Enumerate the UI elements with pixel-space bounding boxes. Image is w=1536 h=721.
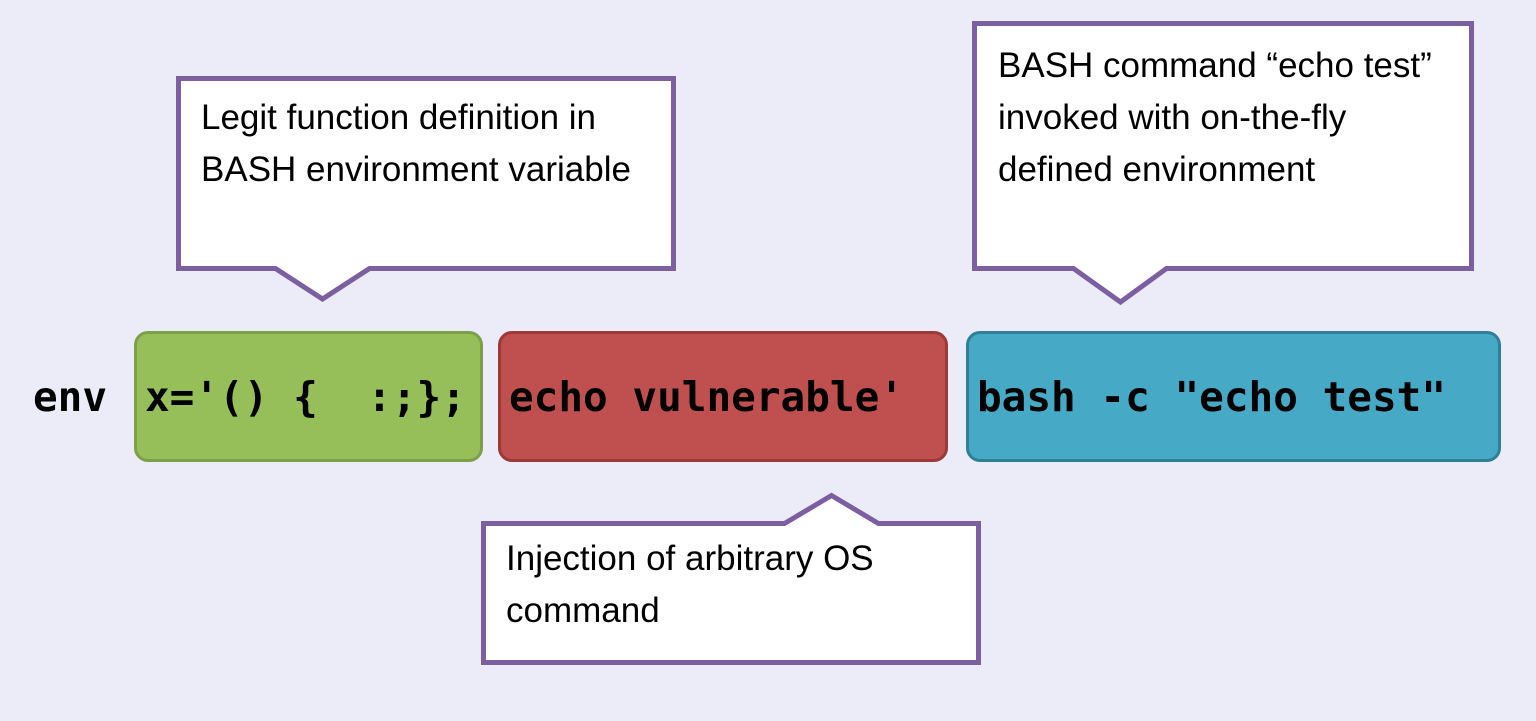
callout-right-text: BASH command “echo test” invoked with on… (998, 46, 1432, 189)
segment-injected-command[interactable]: echo vulnerable' (498, 331, 948, 462)
callout-bottom-shape (481, 492, 981, 665)
command-prefix-env: env (33, 373, 108, 421)
segment-bash-invocation[interactable]: bash -c "echo test" (966, 331, 1501, 462)
segment-env-var-definition-text: x='() { :;}; (145, 372, 466, 421)
callout-left-shape (176, 76, 676, 302)
callout-bash-command: BASH command “echo test” invoked with on… (972, 21, 1474, 306)
callout-left-text: Legit function definition in BASH enviro… (201, 98, 631, 189)
callout-bottom-bubble-path (481, 492, 981, 665)
callout-legit-function-definition: Legit function definition in BASH enviro… (176, 76, 676, 302)
callout-left-bubble-path (176, 76, 676, 302)
callout-injection: Injection of arbitrary OS command (481, 492, 981, 665)
callout-right-bubble-path (972, 21, 1474, 306)
callout-bottom-text: Injection of arbitrary OS command (506, 539, 874, 630)
segment-bash-invocation-text: bash -c "echo test" (977, 372, 1446, 421)
segment-env-var-definition[interactable]: x='() { :;}; (134, 331, 483, 462)
segment-injected-command-text: echo vulnerable' (509, 372, 904, 421)
callout-right-shape (972, 21, 1474, 306)
